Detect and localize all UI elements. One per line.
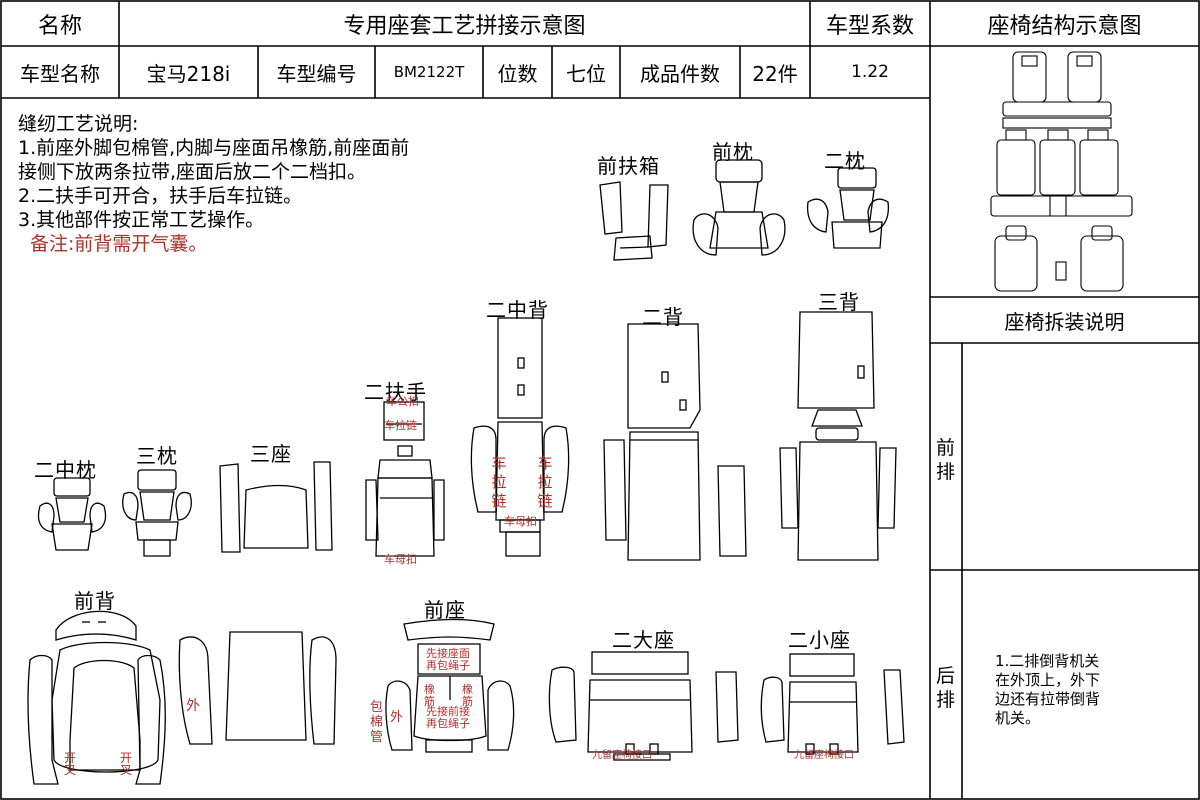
rear-row-label: 后排 bbox=[936, 665, 956, 711]
notes-title: 缝纫工艺说明: bbox=[18, 113, 139, 135]
second-small-seat-pattern bbox=[760, 653, 905, 755]
label-second-middle-back: 二中背 bbox=[486, 298, 549, 322]
structure-title: 座椅结构示意图 bbox=[987, 13, 1142, 39]
third-pillow-pattern bbox=[122, 469, 192, 557]
tag-front-seat-note-1a: 先接座面 bbox=[426, 647, 470, 660]
tag-big-seat-interface: 九留座椅接口 bbox=[592, 750, 652, 761]
page-title: 专用座套工艺拼接示意图 bbox=[343, 13, 586, 39]
front-armrest-box-pattern bbox=[599, 181, 669, 261]
coef-label: 车型系数 bbox=[825, 13, 914, 39]
label-second-pillow: 二枕 bbox=[824, 149, 866, 173]
tag-front-back-slit-left: 开叉 bbox=[64, 751, 77, 777]
model-code-label: 车型编号 bbox=[276, 61, 357, 86]
label-front-armrest-box: 前扶箱 bbox=[597, 154, 660, 178]
model-name-label: 车型名称 bbox=[20, 61, 100, 86]
tag-armrest-zipper: 车拉链 bbox=[384, 419, 417, 432]
rear-note-line-1: 1.二排倒背机关 bbox=[995, 652, 1100, 670]
tag-mid-back-zipper-left: 车拉链 bbox=[491, 454, 507, 510]
name-label: 名称 bbox=[37, 13, 82, 39]
seats-value: 七位 bbox=[566, 61, 606, 86]
second-pillow-pattern bbox=[806, 167, 890, 249]
seat-structure-diagram bbox=[990, 51, 1133, 292]
tag-mid-back-female-snap: 车母扣 bbox=[504, 515, 537, 528]
pieces-value: 22件 bbox=[752, 61, 798, 86]
second-middle-back-pattern bbox=[470, 317, 570, 557]
model-code: BM2122T bbox=[393, 63, 465, 81]
label-front-pillow: 前枕 bbox=[712, 140, 754, 164]
tag-front-seat-cotton-tube: 包棉管 bbox=[370, 700, 384, 745]
label-second-small-seat: 二小座 bbox=[788, 628, 851, 652]
third-seat-pattern bbox=[219, 461, 333, 553]
tag-front-back-outer: 外 bbox=[186, 698, 200, 714]
tag-front-seat-note-1b: 再包绳子 bbox=[426, 659, 470, 672]
seats-label: 位数 bbox=[497, 61, 538, 86]
label-second-middle-pillow: 二中枕 bbox=[34, 458, 97, 482]
model-name: 宝马218i bbox=[146, 61, 231, 86]
front-seat-pattern bbox=[385, 618, 515, 753]
tag-small-seat-interface: 九留座椅接口 bbox=[794, 750, 854, 761]
second-back-pattern bbox=[603, 323, 747, 561]
rear-note-line-3: 边还有拉带倒背 bbox=[995, 690, 1101, 708]
tag-front-seat-note-2a: 先接前接 bbox=[426, 705, 470, 718]
notes-line-1a: 1.前座外脚包棉管,内脚与座面吊橡筋,前座面前 bbox=[18, 137, 410, 159]
disassembly-title: 座椅拆装说明 bbox=[1004, 309, 1125, 334]
second-armrest-pattern bbox=[365, 401, 445, 557]
label-second-big-seat: 二大座 bbox=[612, 628, 675, 652]
second-middle-pillow-pattern bbox=[37, 477, 107, 551]
label-second-back: 二背 bbox=[642, 305, 684, 329]
notes-remark: 备注:前背需开气囊。 bbox=[30, 233, 208, 255]
notes-line-1b: 接侧下放两条拉带,座面后放二个二档扣。 bbox=[18, 161, 367, 183]
rear-note-line-2: 在外顶上，外下 bbox=[995, 671, 1101, 689]
label-third-seat: 三座 bbox=[250, 442, 292, 466]
label-third-back: 三背 bbox=[818, 290, 860, 314]
rear-note-line-4: 机关。 bbox=[995, 709, 1041, 727]
label-second-armrest: 二扶手 bbox=[364, 380, 427, 404]
tag-front-seat-elastic-left: 橡筋 bbox=[424, 683, 435, 708]
notes-line-3: 3.其他部件按正常工艺操作。 bbox=[18, 209, 265, 231]
tag-front-seat-note-2b: 再包绳子 bbox=[426, 717, 470, 730]
tag-front-back-slit-right: 开叉 bbox=[120, 751, 133, 777]
front-back-pattern bbox=[27, 610, 337, 785]
tag-mid-back-zipper-right: 车拉链 bbox=[537, 454, 553, 510]
front-pillow-pattern bbox=[692, 159, 786, 256]
coef-value: 1.22 bbox=[851, 62, 889, 82]
label-front-back: 前背 bbox=[74, 589, 116, 613]
label-third-pillow: 三枕 bbox=[136, 444, 178, 468]
tag-front-seat-outer: 外 bbox=[390, 710, 404, 725]
front-row-label: 前排 bbox=[936, 437, 956, 483]
label-front-seat: 前座 bbox=[424, 598, 466, 622]
notes-line-2: 2.二扶手可开合，扶手后车拉链。 bbox=[18, 185, 303, 207]
tag-armrest-female-snap: 车母扣 bbox=[384, 553, 417, 566]
tag-armrest-male-snap: 车公扣 bbox=[386, 395, 419, 408]
sewing-notes: 缝纫工艺说明: 1.前座外脚包棉管,内脚与座面吊橡筋,前座面前 接侧下放两条拉带… bbox=[18, 112, 409, 256]
tag-front-seat-elastic-right: 橡筋 bbox=[462, 683, 473, 708]
third-back-pattern bbox=[779, 311, 897, 561]
second-big-seat-pattern bbox=[548, 651, 739, 761]
pieces-label: 成品件数 bbox=[640, 61, 720, 86]
rear-row-note: 1.二排倒背机关 在外顶上，外下 边还有拉带倒背 机关。 bbox=[995, 652, 1100, 728]
